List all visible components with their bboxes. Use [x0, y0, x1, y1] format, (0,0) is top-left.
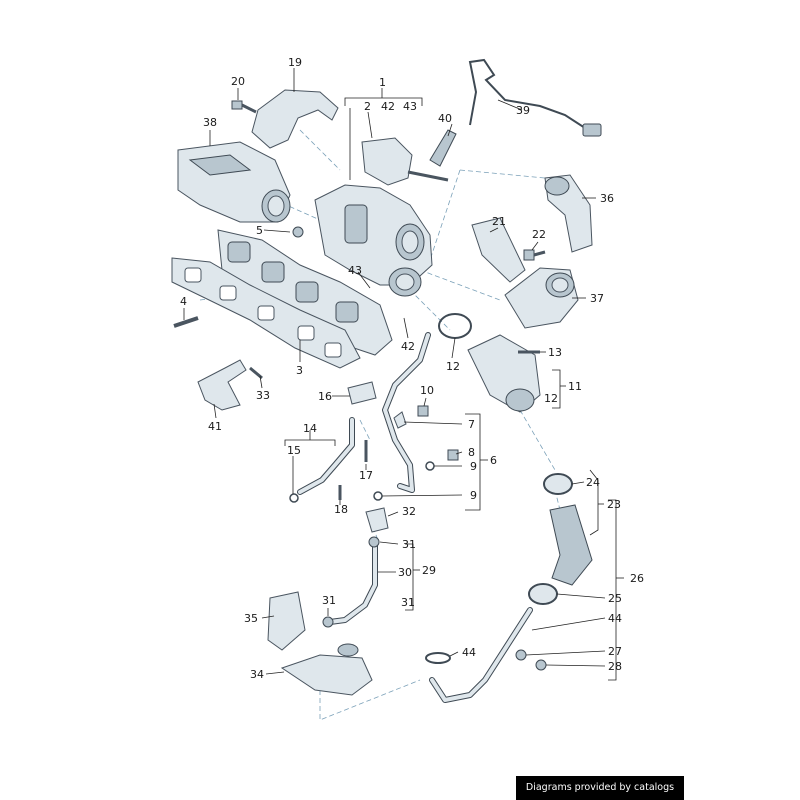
callout-labels: 1 2 42 43 19 20 38 40 39 36 21 22 37 5 4…: [180, 56, 644, 681]
attribution-banner: Diagrams provided by catalogs parts: [516, 776, 684, 800]
callout-34: 34: [250, 668, 264, 681]
callout-17: 17: [359, 469, 373, 482]
callout-9-upper: 9: [470, 460, 477, 473]
callout-42: 42: [401, 340, 415, 353]
callout-30: 30: [398, 566, 412, 579]
oil-supply-line: [382, 332, 431, 493]
hose-clamp-25: [528, 583, 558, 605]
callout-leaders: [183, 68, 624, 681]
coolant-flange: [267, 591, 306, 651]
bracket-41: [197, 359, 247, 411]
coolant-housing: [280, 643, 373, 696]
turbocharger: [314, 184, 433, 297]
callout-44-left: 44: [462, 646, 476, 659]
callout-43-top: 43: [403, 100, 417, 113]
bolt-28: [535, 659, 547, 671]
callout-18: 18: [334, 503, 348, 516]
callout-24: 24: [586, 476, 600, 489]
corrugated-hose: [549, 504, 593, 586]
callout-9-lower: 9: [470, 489, 477, 502]
callout-37: 37: [590, 292, 604, 305]
callout-5: 5: [256, 224, 263, 237]
bracket-7: [393, 411, 407, 429]
seal-ring-9a: [425, 461, 435, 471]
manifold-gasket: [171, 257, 361, 369]
hose-clamp-24: [543, 473, 573, 495]
stud-4: [173, 316, 199, 328]
sensor-40: [429, 129, 457, 167]
banjo-bolt-8: [447, 449, 459, 461]
o-ring-44: [425, 652, 451, 664]
catalytic-converter: [177, 141, 291, 223]
callout-38: 38: [203, 116, 217, 129]
callout-25: 25: [608, 592, 622, 605]
o-ring: [438, 313, 472, 339]
callout-12-group: 12: [544, 392, 558, 405]
callout-1: 1: [379, 76, 386, 89]
callout-12: 12: [446, 360, 460, 373]
callout-39: 39: [516, 104, 530, 117]
wastegate-actuator: [361, 137, 449, 186]
coolant-hose: [327, 542, 378, 625]
callout-31-upper: 31: [402, 538, 416, 551]
callout-31-lower: 31: [401, 596, 415, 609]
callout-20: 20: [231, 75, 245, 88]
callout-13: 13: [548, 346, 562, 359]
callout-16: 16: [318, 390, 332, 403]
callout-43: 43: [348, 264, 362, 277]
callout-6: 6: [490, 454, 497, 467]
clamp-31a: [368, 536, 380, 548]
gasket-16: [347, 381, 377, 405]
callout-42-top: 42: [381, 100, 395, 113]
callout-29: 29: [422, 564, 436, 577]
intake-pipe: [544, 174, 593, 253]
banjo-bolt-10: [417, 405, 429, 417]
callout-11: 11: [568, 380, 582, 393]
elbow-connector: [504, 267, 579, 329]
callout-3: 3: [296, 364, 303, 377]
connector-32: [365, 507, 389, 533]
bracket-21: [471, 217, 526, 283]
callout-26: 26: [630, 572, 644, 585]
callout-44-right: 44: [608, 612, 622, 625]
callout-40: 40: [438, 112, 452, 125]
assembly-guide-lines: [199, 129, 561, 721]
callout-33: 33: [256, 389, 270, 402]
callout-7: 7: [468, 418, 475, 431]
callout-8: 8: [468, 446, 475, 459]
charge-air-connector: [467, 334, 541, 413]
bolt-22: [523, 249, 546, 261]
oil-return-line: [289, 417, 355, 503]
callout-28: 28: [608, 660, 622, 673]
callout-36: 36: [600, 192, 614, 205]
callout-10: 10: [420, 384, 434, 397]
callout-14: 14: [303, 422, 317, 435]
grommet-27: [515, 649, 527, 661]
nut-5: [292, 226, 304, 238]
callout-22: 22: [532, 228, 546, 241]
seal-ring-9b: [373, 491, 383, 501]
callout-2: 2: [364, 100, 371, 113]
oxygen-sensor-cable: [468, 58, 602, 137]
callout-27: 27: [608, 645, 622, 658]
callout-21: 21: [492, 215, 506, 228]
charge-air-pipe: [429, 607, 533, 703]
callout-19: 19: [288, 56, 302, 69]
heat-shield: [251, 89, 339, 149]
callout-41: 41: [208, 420, 222, 433]
callout-32: 32: [402, 505, 416, 518]
callout-23: 23: [607, 498, 621, 511]
callout-35: 35: [244, 612, 258, 625]
clamp-31b: [322, 616, 334, 628]
bolt-20: [231, 100, 257, 114]
callout-31-left: 31: [322, 594, 336, 607]
callout-4: 4: [180, 295, 187, 308]
callout-15: 15: [287, 444, 301, 457]
